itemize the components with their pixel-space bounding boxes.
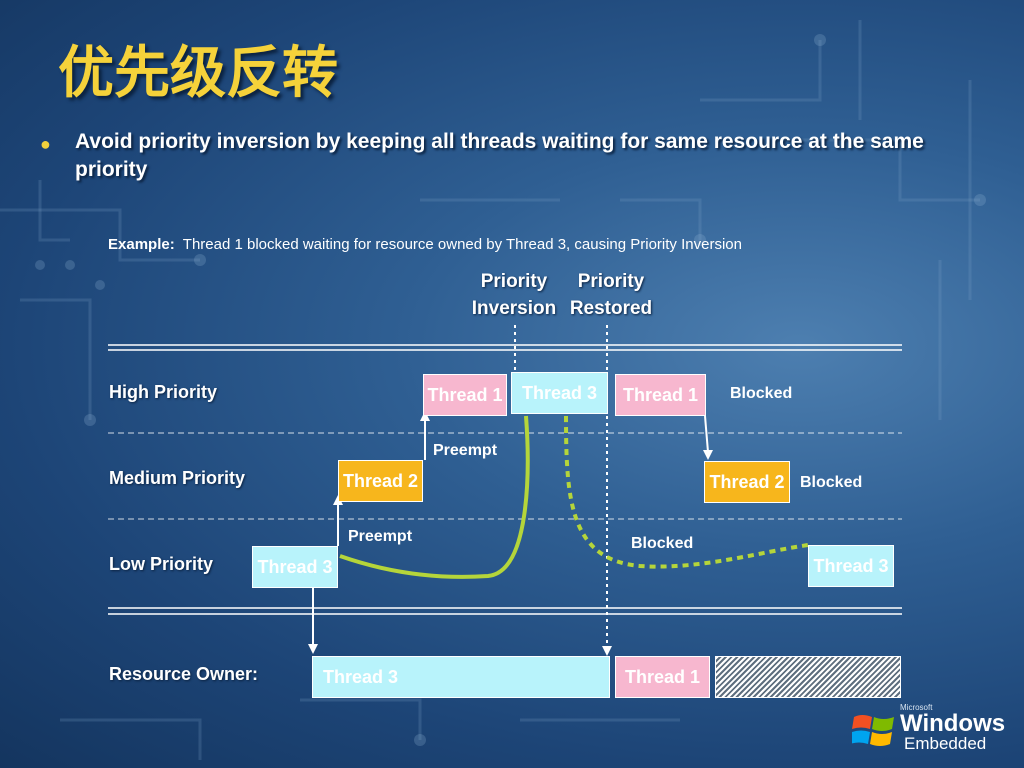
resource-unowned-hatch — [715, 656, 901, 698]
logo-windows-text: Windows — [900, 710, 1006, 737]
example-caption: Example: Thread 1 blocked waiting for re… — [108, 236, 742, 253]
high-thread1-box: Thread 1 — [423, 374, 507, 416]
low-thread3-box: Thread 3 — [252, 546, 338, 588]
preempt-label: Preempt — [348, 528, 413, 545]
bullet-dot-icon: ● — [40, 134, 51, 154]
blocked-label: Blocked — [631, 535, 694, 552]
slide-title: 优先级反转 — [58, 41, 338, 106]
example-text: Thread 1 blocked waiting for resource ow… — [182, 236, 742, 253]
windows-flag-icon — [852, 715, 894, 746]
row-label-resource: Resource Owner: — [109, 664, 259, 684]
bullet-text: Avoid priority inversion by keeping all … — [75, 130, 924, 181]
blocked-label: Blocked — [730, 385, 793, 402]
medium-thread2-box: Thread 2 — [704, 461, 790, 503]
priority-restored-label: Priority Restored — [569, 271, 653, 319]
logo-microsoft-text: Microsoft — [900, 703, 933, 712]
resource-thread3-box: Thread 3 — [312, 656, 610, 698]
high-thread3-box: Thread 3 — [511, 372, 608, 414]
windows-embedded-logo: Microsoft Windows Embedded — [852, 703, 1012, 757]
preempt-label: Preempt — [433, 442, 498, 459]
row-label-low: Low Priority — [109, 554, 214, 574]
low-thread3-box: Thread 3 — [808, 545, 894, 587]
resource-thread1-box: Thread 1 — [615, 656, 710, 698]
medium-thread2-box: Thread 2 — [338, 460, 423, 502]
row-label-high: High Priority — [109, 382, 218, 402]
blocked-label: Blocked — [800, 474, 863, 491]
row-label-medium: Medium Priority — [109, 468, 246, 488]
logo-embedded-text: Embedded — [904, 734, 987, 753]
high-thread1-box: Thread 1 — [615, 374, 706, 416]
example-label: Example: — [108, 236, 175, 253]
priority-inversion-label: Priority Inversion — [471, 271, 557, 319]
